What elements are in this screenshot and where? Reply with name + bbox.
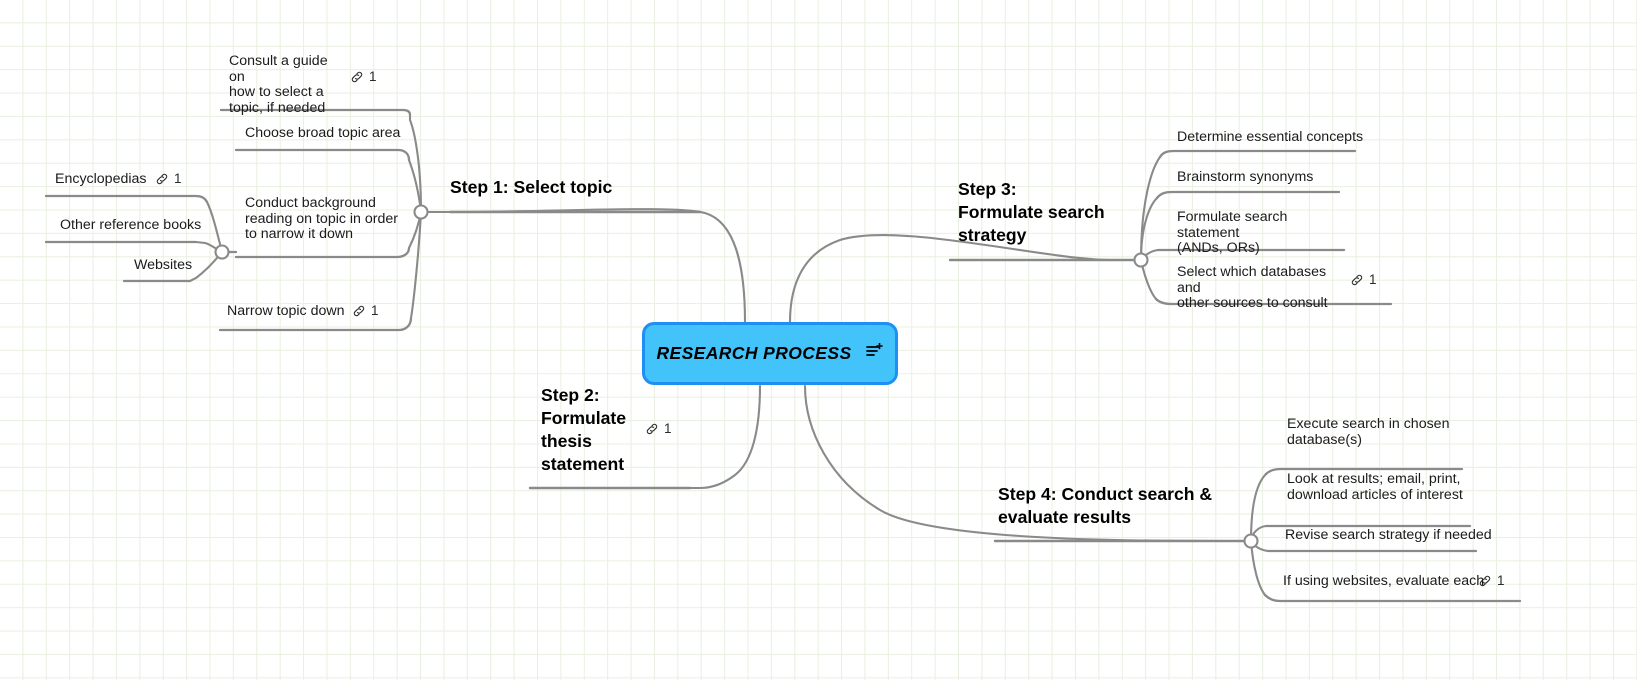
node-brainstorm-synonyms[interactable]: Brainstorm synonyms [1177,169,1314,185]
node-select-databases[interactable]: Select which databases and other sources… [1177,264,1328,312]
root-title: RESEARCH PROCESS [656,343,852,363]
link-count: 1 [1369,272,1377,288]
link-badge-evaluate-websites[interactable]: 1 [1478,574,1505,588]
node-websites[interactable]: Websites [134,257,193,273]
node-revise-search-strategy[interactable]: Revise search strategy if needed [1285,527,1492,543]
link-icon [1479,575,1491,587]
link-count: 1 [1497,573,1505,589]
branch-title-step2[interactable]: Step 2: Formulate thesis statement [541,385,627,474]
link-badge-consult-guide[interactable]: 1 [350,70,377,84]
node-encyclopedias[interactable]: Encyclopedias [55,171,147,187]
link-count: 1 [174,171,182,187]
link-icon [353,305,365,317]
link-icon [1351,274,1363,286]
link-badge-narrow-topic[interactable]: 1 [352,304,379,318]
junction-dot-step3 [1133,252,1149,268]
root-node[interactable]: RESEARCH PROCESS [642,322,898,385]
link-badge-select-databases[interactable]: 1 [1350,273,1377,287]
link-icon [351,71,363,83]
node-look-at-results[interactable]: Look at results; email, print, download … [1287,471,1463,503]
branch-title-step3[interactable]: Step 3: Formulate search strategy [958,179,1105,245]
node-execute-search[interactable]: Execute search in chosen database(s) [1287,416,1450,448]
junction-dot-step1 [413,204,429,220]
node-other-reference-books[interactable]: Other reference books [60,217,202,233]
link-count: 1 [369,69,377,85]
link-badge-encyclopedias[interactable]: 1 [155,172,182,186]
link-icon [156,173,168,185]
link-count: 1 [371,303,379,319]
node-consult-guide[interactable]: Consult a guide on how to select a topic… [229,53,328,116]
node-formulate-search-statement[interactable]: Formulate search statement (ANDs, ORs) [1177,209,1288,257]
link-count: 1 [664,421,672,437]
junction-dot-step4 [1243,533,1259,549]
node-narrow-topic-down[interactable]: Narrow topic down [227,303,345,319]
node-choose-broad-topic[interactable]: Choose broad topic area [245,125,401,141]
branch-title-step4[interactable]: Step 4: Conduct search & evaluate result… [998,484,1213,527]
link-icon [646,423,658,435]
node-determine-essential-concepts[interactable]: Determine essential concepts [1177,129,1364,145]
link-badge-step2[interactable]: 1 [645,422,672,436]
list-plus-icon[interactable] [865,342,884,364]
junction-dot-background-reading [214,244,230,260]
branch-title-step1[interactable]: Step 1: Select topic [450,177,613,197]
node-evaluate-websites[interactable]: If using websites, evaluate each [1283,573,1485,589]
node-conduct-background-reading[interactable]: Conduct background reading on topic in o… [245,195,399,243]
